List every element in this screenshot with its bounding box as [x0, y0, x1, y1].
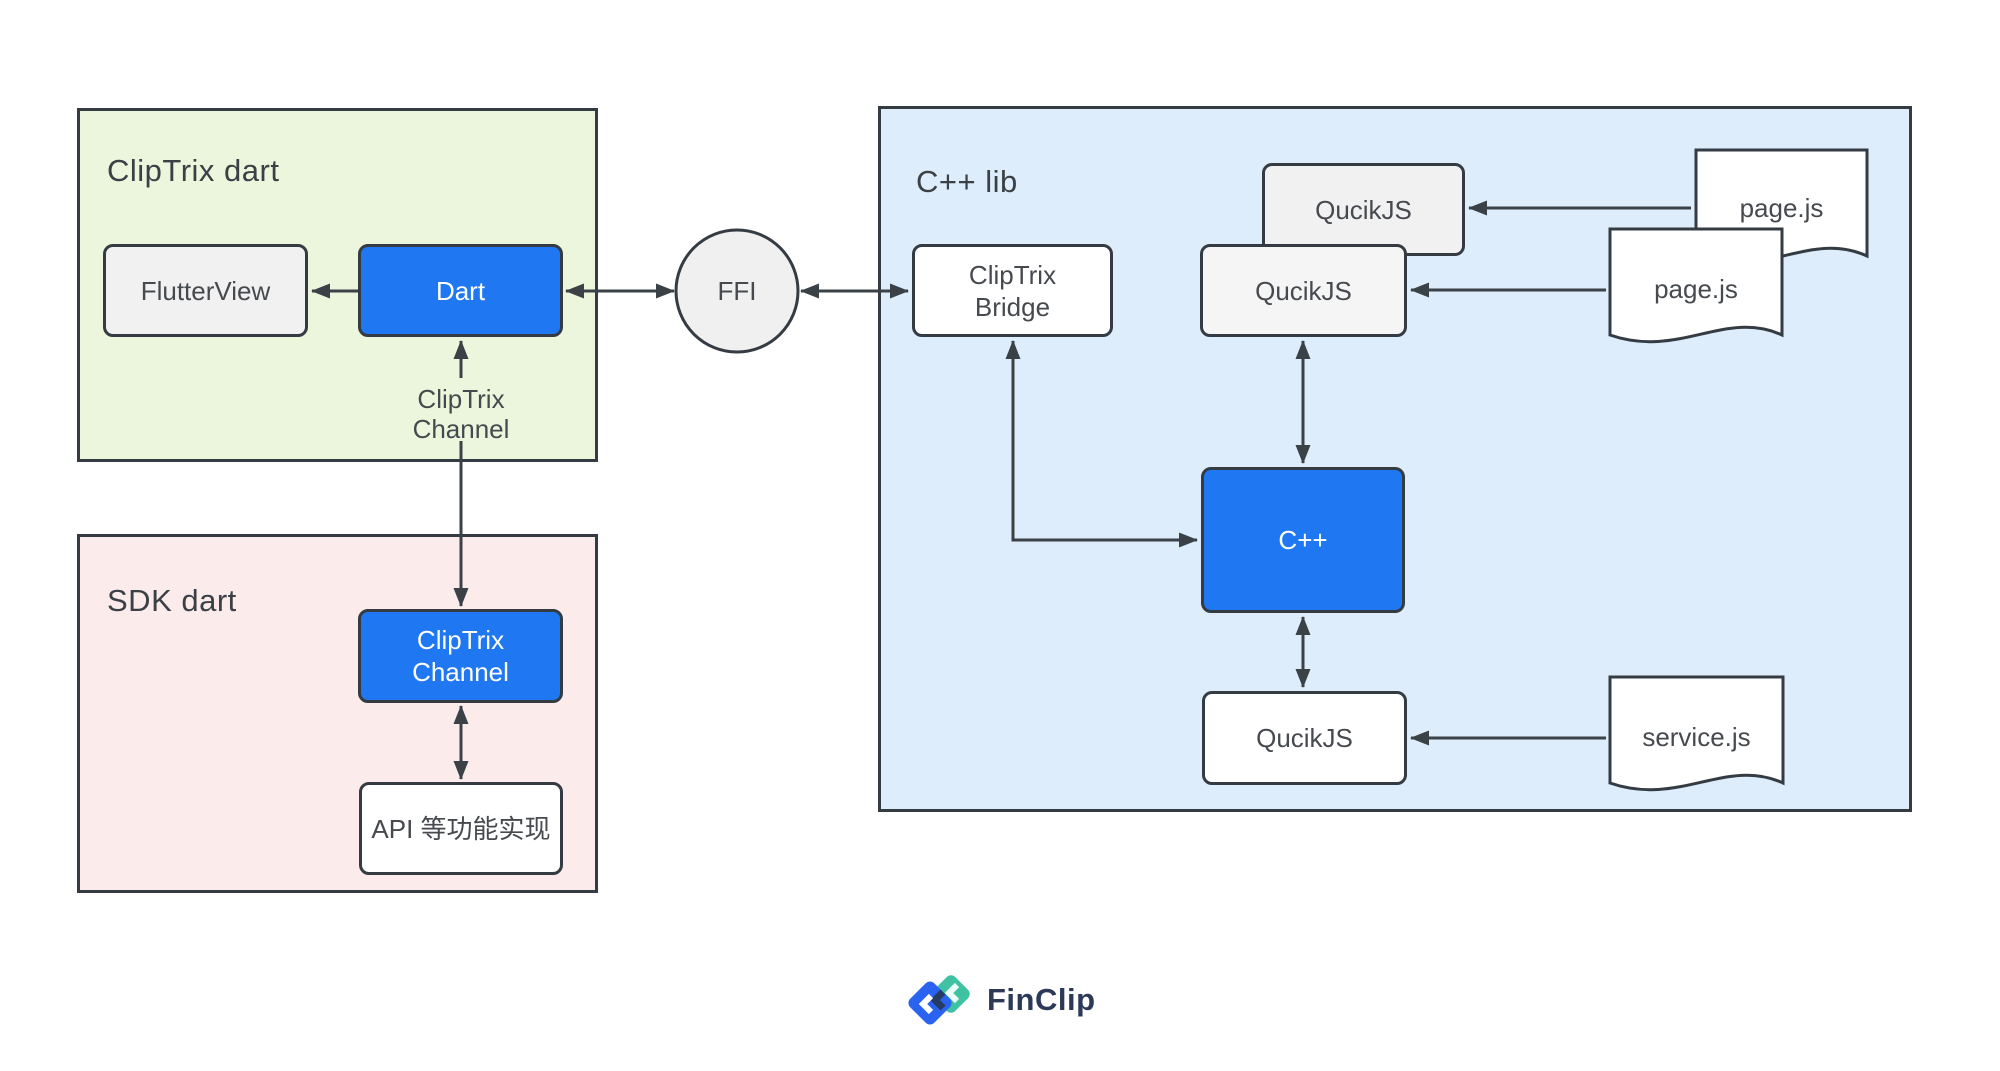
container-cliptrix-dart-title: ClipTrix dart — [107, 153, 280, 188]
container-sdk-dart-title: SDK dart — [107, 583, 237, 618]
node-qucikjs-front: QucikJS — [1200, 244, 1407, 337]
finclip-logo-icon — [908, 975, 970, 1025]
node-cpp: C++ — [1201, 467, 1405, 613]
node-flutterview: FlutterView — [103, 244, 308, 337]
label-service-js: service.js — [1642, 722, 1751, 752]
container-cpp-lib-title: C++ lib — [916, 164, 1018, 199]
label-page-js-top: page.js — [1739, 193, 1824, 223]
node-cliptrix-bridge: ClipTrix Bridge — [912, 244, 1113, 337]
node-dart: Dart — [358, 244, 563, 337]
finclip-logo: FinClip — [905, 970, 1096, 1030]
node-qucikjs-back: QucikJS — [1262, 163, 1465, 256]
finclip-logo-text: FinClip — [987, 982, 1096, 1017]
node-cliptrix-channel: ClipTrix Channel — [358, 609, 563, 703]
label-cliptrix-channel: ClipTrix Channel — [412, 384, 510, 444]
node-qucikjs-bottom: QucikJS — [1202, 691, 1407, 785]
label-page-js-bottom: page.js — [1654, 274, 1738, 304]
node-api-impl: API 等功能实现 — [359, 782, 563, 875]
label-ffi: FFI — [717, 276, 757, 306]
